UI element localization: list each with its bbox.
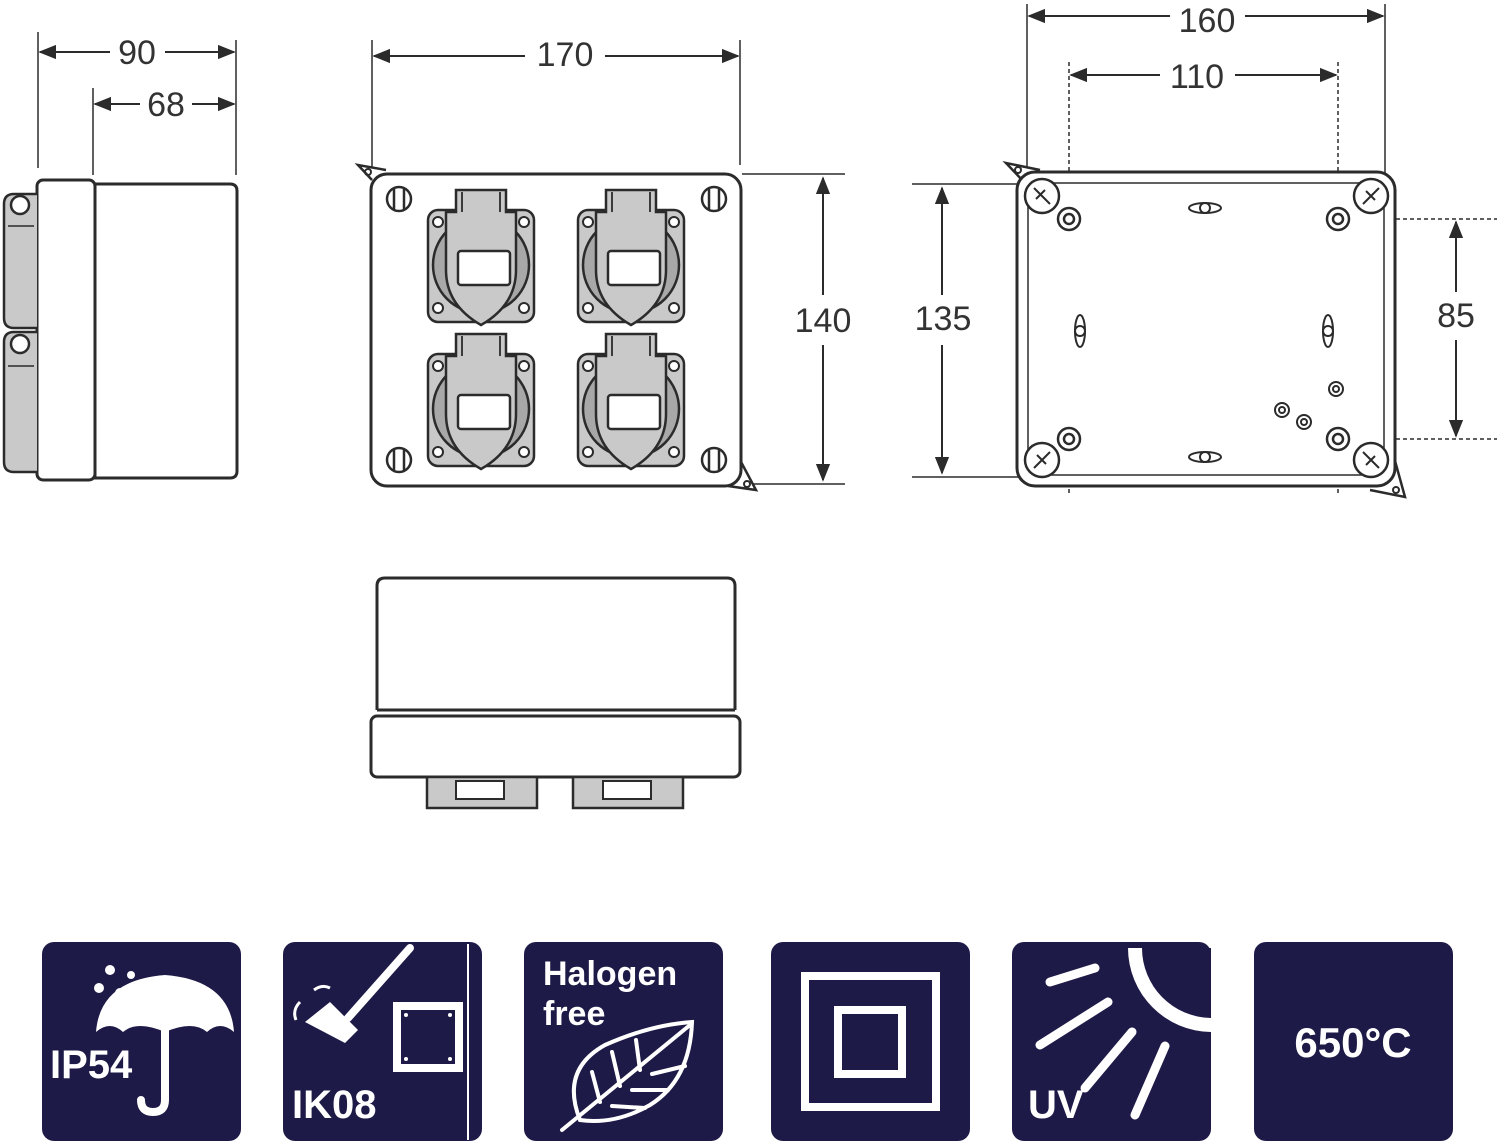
glow-wire-temperature: 650°C [1294, 1019, 1411, 1066]
bottom-view [369, 576, 742, 810]
ip-rating-label: IP54 [50, 1043, 133, 1087]
badge-class-ii [771, 942, 970, 1141]
double-square-icon [801, 972, 940, 1111]
dim-front-height: 140 [795, 302, 852, 340]
back-view [912, 4, 1497, 499]
halogen-label-line2: free [543, 995, 605, 1033]
badge-ik08: IK08 [283, 942, 482, 1141]
uv-label: UV [1028, 1083, 1084, 1127]
badge-uv: UV [1012, 942, 1211, 1141]
dim-back-hole-spacing-y: 85 [1437, 297, 1475, 335]
umbrella-rain-icon [94, 965, 234, 1117]
halogen-label-line1: Halogen [543, 955, 677, 993]
sun-icon [1035, 948, 1211, 1120]
ik-rating-label: IK08 [292, 1083, 377, 1127]
badge-halogen-free: Halogen free [524, 942, 723, 1141]
dim-side-inner: 68 [147, 86, 185, 124]
dim-side-total: 90 [118, 34, 156, 72]
badge-ip54: IP54 [42, 942, 241, 1141]
side-view [2, 32, 239, 482]
socket [426, 188, 536, 327]
dim-back-height: 135 [915, 300, 972, 338]
leaf-icon [560, 1019, 695, 1132]
dim-back-width: 160 [1179, 2, 1236, 40]
front-view [354, 40, 845, 492]
dim-front-width: 170 [537, 36, 594, 74]
dim-back-hole-spacing-x: 110 [1170, 58, 1224, 96]
badge-glow-wire: 650°C [1254, 942, 1453, 1141]
hammer-impact-icon [293, 944, 469, 1140]
